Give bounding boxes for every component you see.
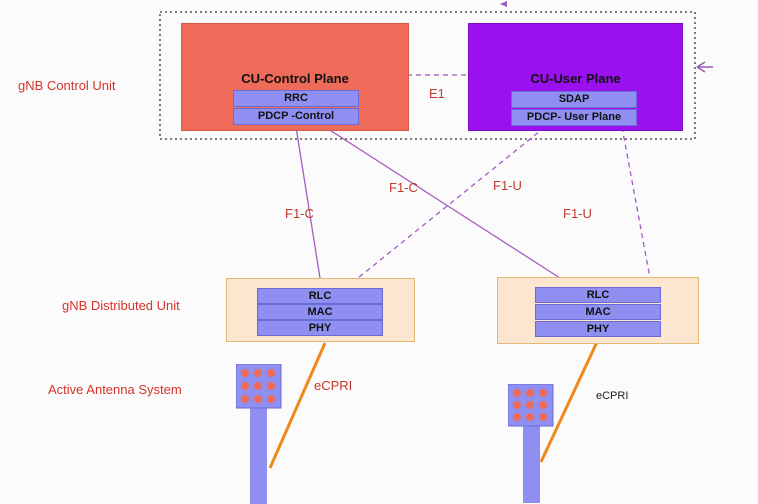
pdcp-user-plane-layer: PDCP- User Plane [511, 109, 637, 126]
distributed-unit-label: gNB Distributed Unit [62, 298, 180, 313]
sdap-layer: SDAP [511, 91, 637, 108]
du-right-phy-layer: PHY [535, 321, 661, 337]
cu-user-plane-box: CU-User Plane SDAP PDCP- User Plane [468, 23, 683, 131]
du-right-rlc-layer: RLC [535, 287, 661, 303]
cu-control-plane-title: CU-Control Plane [241, 71, 349, 86]
f1u-cross-link [357, 126, 546, 279]
cu-control-plane-box: CU-Control Plane RRC PDCP -Control [181, 23, 409, 131]
antenna-right-icon [508, 384, 554, 503]
du-left-phy-layer: PHY [257, 320, 383, 336]
du-left-box: RLC MAC PHY [226, 278, 415, 342]
f1u-cross-label: F1-U [493, 178, 522, 193]
ecpri-right-link [539, 341, 599, 463]
boundary-arrow-right [696, 61, 713, 73]
ecpri-right-label: eCPRI [596, 390, 629, 402]
f1c-left-label: F1-C [285, 206, 314, 221]
rrc-layer: RRC [233, 90, 359, 107]
du-right-mac-layer: MAC [535, 304, 661, 320]
f1u-right-link [621, 126, 651, 279]
du-left-mac-layer: MAC [257, 304, 383, 320]
f1c-cross-link [324, 126, 561, 279]
ecpri-left-label: eCPRI [314, 378, 353, 393]
f1c-left-link [295, 126, 321, 279]
control-unit-boundary [159, 11, 696, 140]
e1-label: E1 [429, 86, 445, 101]
ecpri-left-link [268, 342, 327, 469]
control-unit-label: gNB Control Unit [18, 78, 116, 93]
f1u-right-label: F1-U [563, 206, 592, 221]
antenna-system-label: Active Antenna System [48, 382, 182, 397]
boundary-arrow-top [500, 1, 507, 7]
du-left-rlc-layer: RLC [257, 288, 383, 304]
pdcp-control-layer: PDCP -Control [233, 108, 359, 125]
cu-user-plane-title: CU-User Plane [530, 71, 621, 86]
du-right-box: RLC MAC PHY [497, 277, 699, 344]
f1c-cross-label: F1-C [389, 180, 418, 195]
antenna-left-icon [236, 364, 282, 504]
